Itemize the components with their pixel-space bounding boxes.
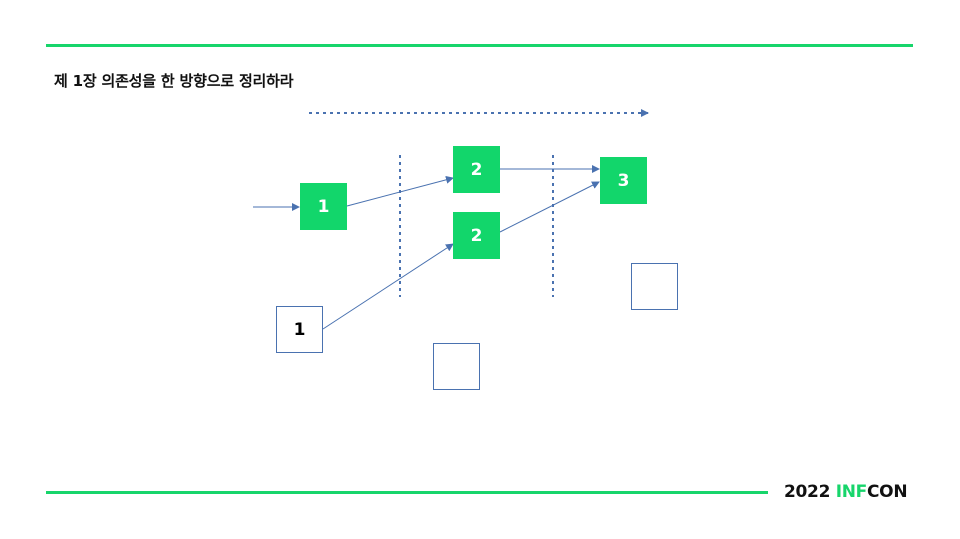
outline-box-empty [631,263,678,310]
module-box-1: 1 [300,183,347,230]
outline-label: 1 [293,319,306,340]
outline-box-1: 1 [276,306,323,353]
module-label: 1 [317,196,330,217]
top-divider [46,44,913,47]
connector-arrow [499,181,600,233]
brand-rest: CON [867,482,908,502]
module-label: 2 [470,225,483,246]
module-box-2-upper: 2 [453,146,500,193]
connector-arrow [346,175,454,207]
bottom-divider [46,491,768,494]
module-label: 3 [617,170,630,191]
brand-year: 2022 [784,482,836,502]
connector-arrow [322,243,454,330]
module-box-3: 3 [600,157,647,204]
outline-box-empty [433,343,480,390]
module-box-2-lower: 2 [453,212,500,259]
slide-title: 제 1장 의존성을 한 방향으로 정리하라 [54,72,294,90]
brand-logo: 2022 INFCON [784,482,908,502]
module-label: 2 [470,159,483,180]
brand-accent: INF [835,482,868,502]
